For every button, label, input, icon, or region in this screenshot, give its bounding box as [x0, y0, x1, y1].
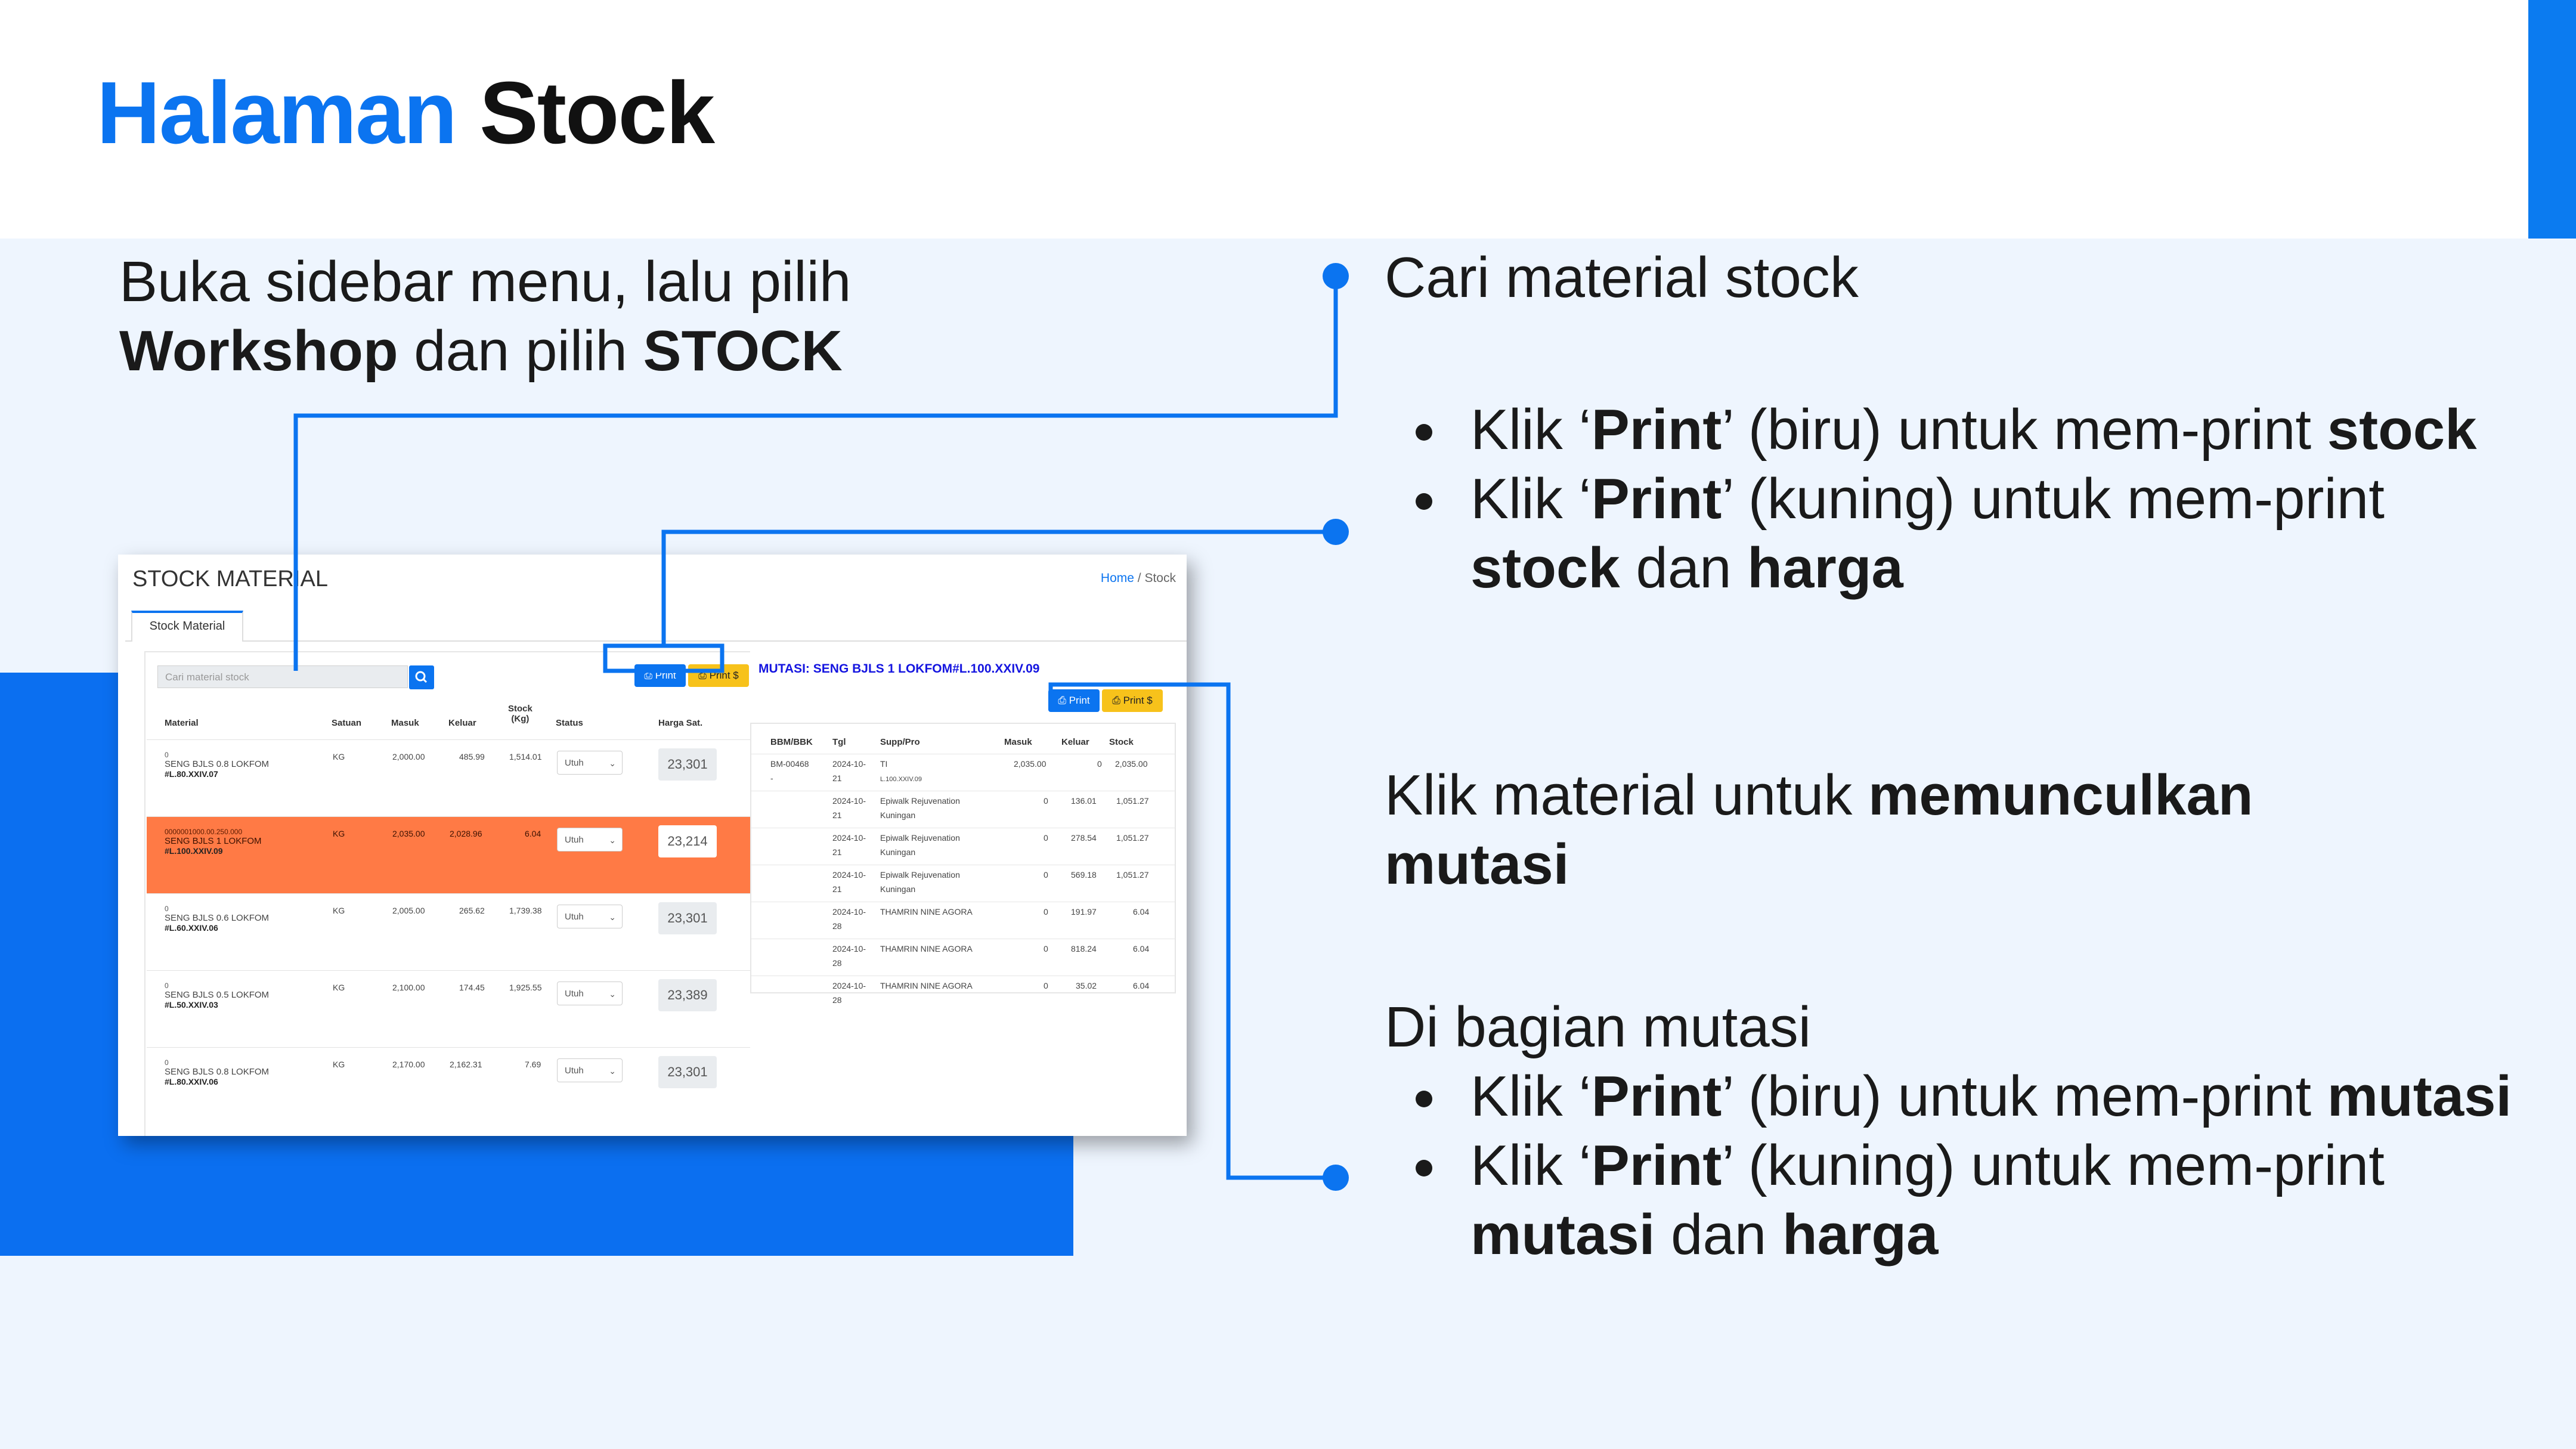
price-field[interactable]: 23,301 — [658, 1056, 717, 1088]
mutasi-table: BBM/BBK Tgl Supp/Pro Masuk Keluar Stock … — [750, 723, 1176, 1005]
stock-list-panel: Cari material stock ⎙ Print ⎙ Print $ Ma… — [144, 651, 753, 1136]
price-field[interactable]: 23,214 — [658, 825, 717, 857]
price-field[interactable]: 23,301 — [658, 748, 717, 781]
status-select[interactable]: Utuh⌄ — [557, 1058, 623, 1082]
connector-search — [293, 276, 1338, 671]
col-status: Status — [556, 718, 583, 728]
search-icon — [415, 671, 428, 683]
list-item: Klik ‘Print’ (biru) untuk mem-print stoc… — [1385, 395, 2518, 465]
dot-print-stock — [1323, 519, 1349, 545]
status-select[interactable]: Utuh⌄ — [557, 905, 623, 928]
mutasi-panel: MUTASI: SENG BJLS 1 LOKFOM#L.100.XXIV.09… — [750, 651, 1187, 1136]
col-harga: Harga Sat. — [658, 718, 703, 728]
connector-print-stock — [661, 530, 1336, 647]
mutasi-row: 2024-10-28 THAMRIN NINE AGORA 0 818.24 6… — [751, 939, 1175, 976]
col-stock: Stock(Kg) — [508, 704, 532, 724]
mutasi-row: 2024-10-28 THAMRIN NINE AGORA 0 35.02 6.… — [751, 976, 1175, 1005]
status-select[interactable]: Utuh⌄ — [557, 828, 623, 852]
mutasi-row: 2024-10-28 THAMRIN NINE AGORA 0 191.97 6… — [751, 902, 1175, 939]
search-button[interactable] — [409, 665, 434, 689]
list-item: Klik ‘Print’ (kuning) untuk mem-print st… — [1385, 465, 2518, 603]
col-material: Material — [165, 718, 199, 728]
printer-icon: ⎙ — [1112, 695, 1120, 706]
title-halaman: Halaman — [97, 64, 457, 162]
col-masuk: Masuk — [391, 718, 419, 728]
mutasi-section-heading: Di bagian mutasi — [1385, 995, 1812, 1059]
print-stock-price-button[interactable]: ⎙ Print $ — [688, 664, 749, 687]
tab-bar: Stock Material — [125, 611, 1187, 642]
highlight-print-stock — [603, 643, 724, 673]
breadcrumb-home[interactable]: Home — [1100, 571, 1134, 585]
chevron-down-icon: ⌄ — [609, 758, 616, 768]
tab-stock-material[interactable]: Stock Material — [131, 611, 243, 642]
col-satuan: Satuan — [332, 718, 362, 728]
dot-print-mutasi — [1323, 1165, 1349, 1191]
connector-print-mutasi — [1048, 682, 1336, 1180]
breadcrumb: Home / Stock — [1100, 571, 1176, 585]
list-item: Klik ‘Print’ (biru) untuk mem-print muta… — [1385, 1062, 2518, 1131]
instruction-open-sidebar: Buka sidebar menu, lalu pilih Workshop d… — [119, 250, 852, 383]
title-stock: Stock — [479, 64, 715, 162]
slide-title: Halaman Stock — [97, 63, 715, 164]
dot-search — [1323, 263, 1349, 289]
list-item: Klik ‘Print’ (kuning) untuk mem-print mu… — [1385, 1131, 2518, 1270]
instruction-search: Cari material stock — [1385, 246, 1859, 309]
stock-print-list: Klik ‘Print’ (biru) untuk mem-print stoc… — [1385, 395, 2518, 603]
print-mutasi-price-button[interactable]: ⎙ Print $ — [1102, 689, 1163, 712]
print-mutasi-button[interactable]: ⎙ Print — [1048, 689, 1100, 712]
chevron-down-icon: ⌄ — [609, 912, 616, 922]
status-select[interactable]: Utuh⌄ — [557, 982, 623, 1005]
mutasi-print-list: Klik ‘Print’ (biru) untuk mem-print muta… — [1385, 1062, 2518, 1270]
col-keluar: Keluar — [448, 718, 476, 728]
price-field[interactable]: 23,301 — [658, 902, 717, 934]
mutasi-title: MUTASI: SENG BJLS 1 LOKFOM#L.100.XXIV.09 — [758, 662, 1040, 676]
search-input[interactable]: Cari material stock — [157, 665, 408, 688]
breadcrumb-current: Stock — [1144, 571, 1176, 585]
chevron-down-icon: ⌄ — [609, 989, 616, 999]
chevron-down-icon: ⌄ — [609, 835, 616, 845]
printer-icon: ⎙ — [1058, 695, 1066, 706]
instruction-click-material: Klik material untuk memunculkan mutasi — [1385, 763, 2253, 896]
chevron-down-icon: ⌄ — [609, 1066, 616, 1076]
price-field[interactable]: 23,389 — [658, 979, 717, 1011]
status-select[interactable]: Utuh⌄ — [557, 751, 623, 775]
accent-bar — [2528, 0, 2576, 239]
